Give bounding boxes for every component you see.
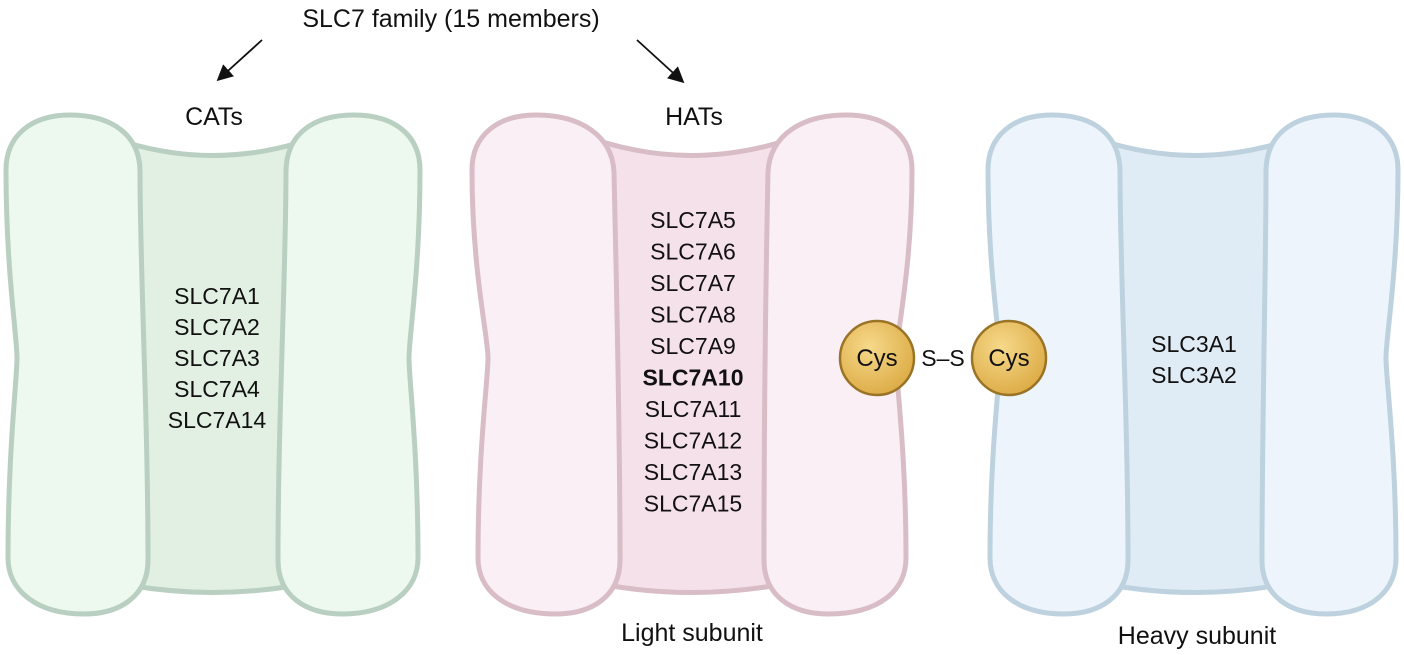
member-slc7a8: SLC7A8: [650, 302, 736, 328]
hats-member-list: SLC7A5SLC7A6SLC7A7SLC7A8SLC7A9SLC7A10SLC…: [643, 207, 744, 517]
arrow-to-hats: [636, 39, 685, 84]
member-slc7a11: SLC7A11: [645, 396, 742, 422]
cats-right-lobe: [275, 112, 423, 617]
light-subunit-caption: Light subunit: [621, 619, 763, 647]
cys-left-circle: [838, 319, 916, 397]
disulfide-label: S–S: [921, 345, 964, 371]
member-slc7a5: SLC7A5: [650, 207, 736, 233]
hats-right-lobe: [761, 112, 915, 617]
member-slc7a6: SLC7A6: [650, 239, 736, 265]
member-slc7a3: SLC7A3: [174, 345, 260, 371]
disulfide-bond: Cys Cys S–S: [838, 319, 1048, 397]
hats-label: HATs: [665, 103, 723, 131]
member-slc7a1: SLC7A1: [174, 283, 260, 309]
cats-left-lobe: [3, 112, 151, 617]
member-slc7a10: SLC7A10: [643, 365, 744, 391]
cys-right-label: Cys: [988, 345, 1029, 372]
member-slc7a7: SLC7A7: [650, 270, 736, 296]
member-slc7a2: SLC7A2: [174, 314, 260, 340]
heavy-right-lobe: [1259, 112, 1401, 617]
cats-label: CATs: [185, 103, 243, 131]
member-slc7a14: SLC7A14: [168, 407, 267, 433]
hats-left-lobe: [469, 112, 623, 617]
cys-left-label: Cys: [856, 345, 897, 372]
member-slc7a13: SLC7A13: [644, 459, 742, 485]
member-slc3a1: SLC3A1: [1151, 331, 1237, 357]
family-title: SLC7 family (15 members): [302, 5, 599, 33]
member-slc7a15: SLC7A15: [644, 491, 742, 517]
member-slc7a9: SLC7A9: [650, 333, 736, 359]
heavy-left-lobe: [985, 112, 1131, 617]
heavy-subunit: [985, 112, 1401, 617]
member-slc7a4: SLC7A4: [174, 376, 260, 402]
cats-transporter: [3, 112, 423, 617]
member-slc7a12: SLC7A12: [644, 428, 742, 454]
member-slc3a2: SLC3A2: [1151, 362, 1237, 388]
cys-right-circle: [970, 319, 1048, 397]
arrow-to-cats: [216, 39, 263, 82]
hats-light-subunit: [469, 112, 915, 617]
heavy-subunit-caption: Heavy subunit: [1118, 622, 1276, 650]
